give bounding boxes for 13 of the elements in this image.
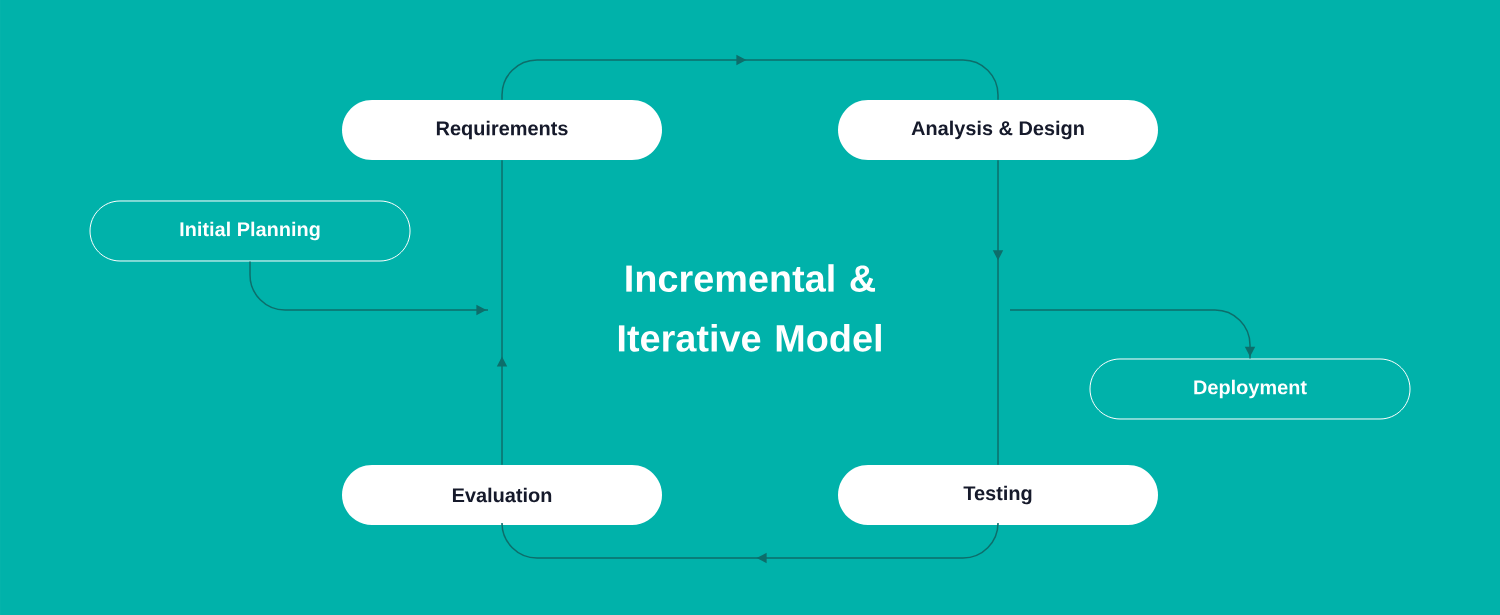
arrow [1009, 309, 1256, 360]
title: Incremental & Iterative Model [618, 264, 881, 352]
arrow [992, 159, 1004, 466]
process-box: Initial Planning [89, 200, 411, 262]
arrow [501, 522, 999, 564]
process-box: Deployment [1089, 358, 1411, 420]
process-box: Requirements [342, 100, 662, 160]
arrow [496, 159, 508, 466]
arrow [501, 54, 999, 101]
process-box: Testing [838, 465, 1158, 525]
process-box: Evaluation [342, 465, 662, 525]
arrow [249, 260, 489, 316]
process-box: Analysis & Design [838, 100, 1158, 160]
